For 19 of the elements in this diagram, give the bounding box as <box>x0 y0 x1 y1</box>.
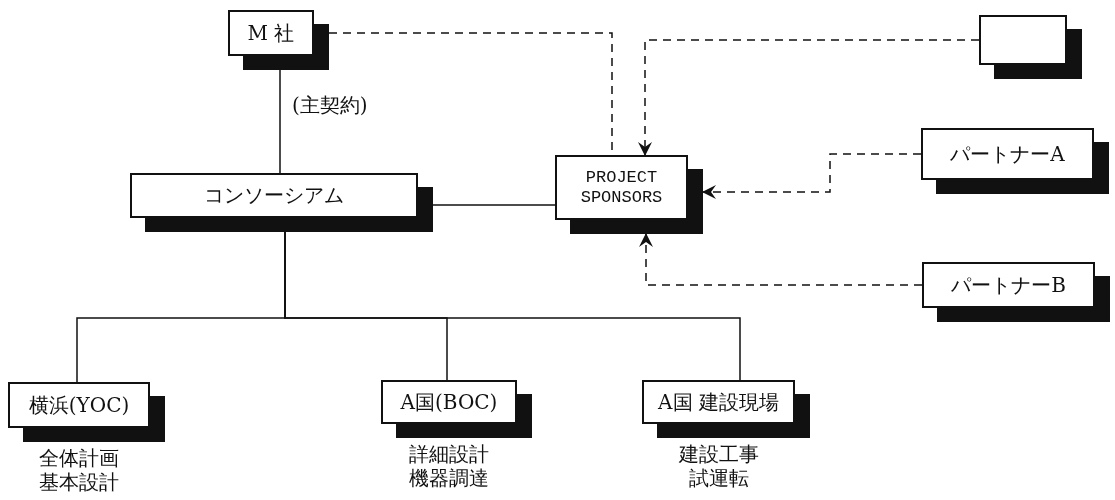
box-label: A国(BOC) <box>400 390 498 414</box>
box-label: 横浜(YOC) <box>28 393 130 417</box>
task-text: 機器調達 <box>409 466 489 490</box>
connector <box>284 231 741 381</box>
task-text: 試運転 <box>688 466 749 490</box>
box-label: コンソーシアム <box>204 184 344 207</box>
task-text: 詳細設計 <box>409 442 489 466</box>
task-text: 基本設計 <box>39 470 119 494</box>
dashed-connector <box>638 39 980 156</box>
connector <box>432 204 556 206</box>
dashed-connector <box>639 233 923 286</box>
task-text: 建設工事 <box>678 442 759 466</box>
box-label: PROJECT SPONSORS <box>579 167 664 208</box>
box-label: M 社 <box>247 21 295 45</box>
box-label: パートナーA <box>950 142 1065 166</box>
dashed-connector <box>702 153 922 199</box>
box-label: パートナーB <box>951 273 1066 297</box>
task-text: 全体計画 <box>39 446 119 470</box>
box-label: A国 建設現場 <box>658 390 779 414</box>
